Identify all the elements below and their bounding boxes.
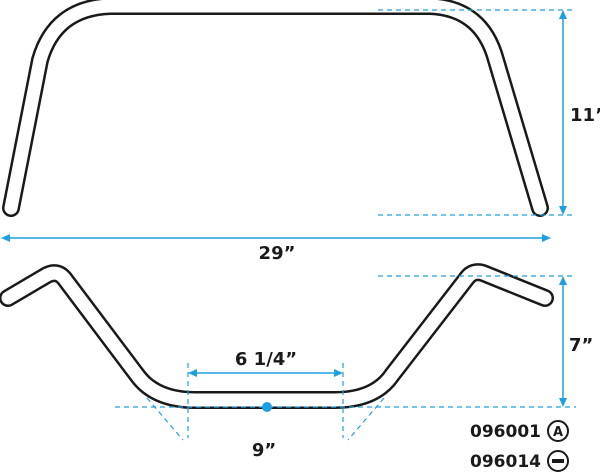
part-number-label: 096001 [470, 422, 541, 442]
center-rise-label: 9” [252, 440, 276, 461]
front-view-handlebar [0, 263, 554, 409]
front-height-dimension [115, 275, 576, 408]
center-width-dimension [187, 363, 344, 438]
front-height-label: 7” [569, 335, 593, 356]
circle-minus-icon [547, 450, 569, 472]
circle-a-icon: A [547, 420, 569, 442]
top-width-dimension [1, 234, 551, 242]
part-number-label: 096014 [470, 452, 541, 472]
top-view-handlebar [2, 0, 549, 217]
top-height-label: 11” [570, 105, 600, 126]
top-height-dimension [378, 9, 576, 216]
part-number-096014: 096014 [470, 450, 569, 472]
center-rise-dimension [146, 397, 385, 441]
top-width-label: 29” [259, 243, 296, 264]
part-number-096001: 096001 A [470, 420, 569, 442]
badge-symbol: A [553, 425, 563, 440]
center-width-label: 6 1/4” [235, 349, 297, 370]
